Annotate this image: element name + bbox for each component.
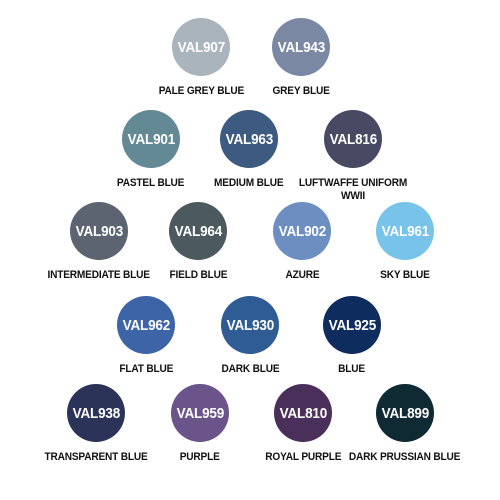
swatch-name: AZURE [285,269,319,281]
swatch-name: MEDIUM BLUE [214,177,284,189]
swatch-val930: VAL930 DARK BLUE [185,296,315,392]
swatch-code: VAL816 [329,130,377,148]
swatch-name: FLAT BLUE [119,363,173,375]
swatch-name: DARK PRUSSIAN BLUE [349,451,461,463]
swatch-name: TRANSPARENT BLUE [44,451,148,463]
swatch-val963: VAL963 MEDIUM BLUE [184,110,314,206]
swatch-val938: VAL938 TRANSPARENT BLUE [31,384,161,480]
swatch-name: PALE GREY BLUE [158,85,244,97]
color-swatch-icon: VAL962 [117,296,175,354]
swatch-val810: VAL810 ROYAL PURPLE [238,384,368,480]
swatch-name: PURPLE [180,451,220,463]
swatch-code: VAL925 [328,316,376,334]
color-swatch-icon: VAL963 [220,110,278,168]
swatch-code: VAL930 [226,316,274,334]
color-swatch-icon: VAL907 [172,18,230,76]
swatch-name: ROYAL PURPLE [265,451,341,463]
swatch-val962: VAL962 FLAT BLUE [81,296,211,392]
color-swatch-icon: VAL925 [323,296,381,354]
color-swatch-icon: VAL961 [376,202,434,260]
color-swatch-icon: VAL816 [324,110,382,168]
swatch-code: VAL903 [75,222,123,240]
swatch-name: GREY BLUE [272,85,330,97]
swatch-name: BLUE [338,363,366,375]
swatch-code: VAL962 [122,316,170,334]
color-swatch-icon: VAL899 [376,384,434,442]
swatch-val816: VAL816 LUFTWAFFE UNIFORM WWII [288,110,418,206]
swatch-code: VAL901 [127,130,175,148]
color-swatch-icon: VAL964 [169,202,227,260]
swatch-name: INTERMEDIATE BLUE [47,269,151,281]
swatch-name: LUFTWAFFE UNIFORM WWII [298,177,408,202]
color-swatch-icon: VAL902 [273,202,331,260]
swatch-name: PASTEL BLUE [117,177,185,189]
swatch-code: VAL899 [381,404,429,422]
color-swatch-icon: VAL930 [221,296,279,354]
color-swatch-icon: VAL903 [70,202,128,260]
swatch-code: VAL964 [174,222,222,240]
swatch-name: FIELD BLUE [169,269,227,281]
swatch-code: VAL938 [72,404,120,422]
swatch-val901: VAL901 PASTEL BLUE [86,110,216,206]
swatch-val902: VAL902 AZURE [237,202,367,298]
swatch-val907: VAL907 PALE GREY BLUE [136,18,266,114]
swatch-val959: VAL959 PURPLE [135,384,265,480]
swatch-name: SKY BLUE [380,269,430,281]
swatch-code: VAL943 [277,38,325,56]
color-swatch-icon: VAL810 [274,384,332,442]
color-swatch-icon: VAL959 [171,384,229,442]
swatch-val964: VAL964 FIELD BLUE [133,202,263,298]
swatch-val943: VAL943 GREY BLUE [236,18,366,114]
color-swatch-icon: VAL901 [122,110,180,168]
swatch-code: VAL963 [225,130,273,148]
swatch-code: VAL959 [176,404,224,422]
swatch-code: VAL810 [279,404,327,422]
swatch-code: VAL961 [381,222,429,240]
swatch-code: VAL907 [177,38,225,56]
swatch-name: DARK BLUE [221,363,279,375]
swatch-val925: VAL925 BLUE [287,296,417,392]
swatch-val899: VAL899 DARK PRUSSIAN BLUE [340,384,470,480]
color-swatch-icon: VAL943 [272,18,330,76]
color-swatch-icon: VAL938 [67,384,125,442]
swatch-val961: VAL961 SKY BLUE [340,202,470,298]
swatch-code: VAL902 [278,222,326,240]
swatch-val903: VAL903 INTERMEDIATE BLUE [34,202,164,298]
